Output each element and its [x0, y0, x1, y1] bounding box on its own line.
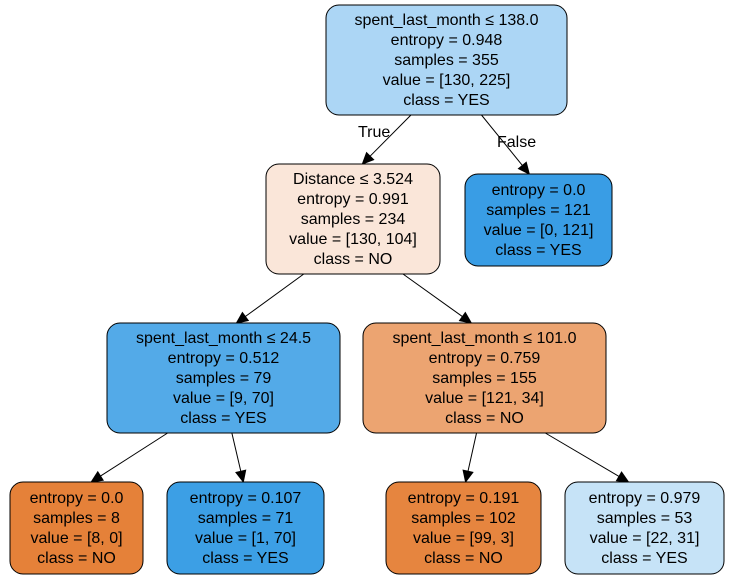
node-text-line: samples = 102 — [411, 510, 516, 527]
node-text-line: value = [8, 0] — [30, 530, 122, 547]
tree-node-n2: entropy = 0.0 samples = 121 value = [0, 12… — [464, 173, 613, 267]
tree-node-n5: entropy = 0.0 samples = 8 value = [8, 0] cl… — [9, 481, 144, 575]
edge-line — [545, 432, 620, 477]
node-text-line: samples = 155 — [432, 370, 537, 387]
tree-node-n3: spent_last_month ≤ 24.5 entropy = 0.512 sa… — [106, 322, 341, 434]
tree-node-n4: spent_last_month ≤ 101.0 entropy = 0.759 s… — [362, 322, 607, 434]
node-text-line: value = [0, 121] — [484, 222, 594, 239]
edge-line — [402, 273, 463, 317]
node-text-line: value = [99, 3] — [413, 530, 514, 547]
node-text-line: samples = 234 — [301, 211, 406, 228]
arrowhead — [90, 470, 104, 483]
node-text-line: samples = 53 — [597, 510, 693, 527]
node-text-line: entropy = 0.0 — [492, 182, 586, 199]
tree-edge-n1-n4 — [402, 273, 473, 324]
node-text-line: entropy = 0.948 — [391, 32, 503, 49]
node-text-line: entropy = 0.107 — [190, 490, 302, 507]
node-text-line: class = NO — [445, 410, 524, 427]
node-text-line: class = NO — [37, 550, 116, 567]
node-text-line: entropy = 0.979 — [589, 490, 701, 507]
node-text-line: value = [1, 70] — [195, 530, 296, 547]
node-box — [464, 173, 613, 267]
node-text-line: class = YES — [403, 92, 489, 109]
node-text-line: value = [121, 34] — [425, 390, 544, 407]
node-text-line: value = [9, 70] — [173, 390, 274, 407]
node-text-line: value = [130, 225] — [383, 72, 511, 89]
node-text-line: spent_last_month ≤ 101.0 — [392, 330, 576, 347]
arrowhead — [235, 469, 247, 484]
node-text-line: entropy = 0.991 — [297, 191, 409, 208]
node-text-line: samples = 79 — [176, 370, 272, 387]
tree-node-n8: entropy = 0.979 samples = 53 value = [22, … — [564, 481, 725, 575]
edge-line — [467, 432, 478, 472]
tree-edge-n3-n6 — [231, 432, 247, 484]
tree-node-n1: Distance ≤ 3.524 entropy = 0.991 samples =… — [265, 163, 441, 275]
tree-edge-n4-n8 — [545, 432, 630, 483]
node-text-line: class = YES — [180, 410, 266, 427]
node-text-line: value = [130, 104] — [289, 231, 417, 248]
tree-node-n6: entropy = 0.107 samples = 71 value = [1, 7… — [166, 481, 325, 575]
node-text-line: samples = 8 — [33, 510, 120, 527]
tree-edge-n1-n3 — [235, 273, 305, 324]
node-text-line: spent_last_month ≤ 24.5 — [136, 330, 311, 347]
edge-line — [100, 432, 168, 477]
tree-edge-n0-n1: True — [358, 114, 412, 165]
tree-node-n0: spent_last_month ≤ 138.0 entropy = 0.948 s… — [325, 4, 568, 116]
node-text-line: entropy = 0.191 — [408, 490, 520, 507]
node-text-line: class = YES — [202, 550, 288, 567]
node-text-line: entropy = 0.0 — [30, 490, 124, 507]
tree-edge-n0-n2: False — [481, 114, 536, 175]
edge-line — [481, 114, 523, 166]
tree-edge-n3-n5 — [90, 432, 168, 483]
arrowhead — [462, 469, 474, 484]
node-text-line: entropy = 0.759 — [429, 350, 541, 367]
nodes-layer: spent_last_month ≤ 138.0 entropy = 0.948 s… — [9, 4, 725, 575]
edge-line — [245, 273, 305, 317]
edge-label-true: True — [358, 124, 390, 141]
arrowhead — [517, 161, 531, 175]
node-box — [564, 481, 725, 575]
node-text-line: samples = 355 — [394, 52, 499, 69]
node-box — [385, 481, 542, 575]
node-text-line: entropy = 0.512 — [168, 350, 280, 367]
node-text-line: spent_last_month ≤ 138.0 — [354, 12, 538, 29]
node-text-line: Distance ≤ 3.524 — [293, 171, 413, 188]
tree-node-n7: entropy = 0.191 samples = 102 value = [99,… — [385, 481, 542, 575]
node-text-line: class = NO — [314, 251, 393, 268]
node-text-line: class = YES — [495, 242, 581, 259]
node-text-line: samples = 121 — [486, 202, 591, 219]
arrowhead — [458, 311, 473, 324]
node-text-line: class = YES — [601, 550, 687, 567]
edge-line — [231, 432, 242, 472]
node-text-line: value = [22, 31] — [590, 530, 700, 547]
arrowhead — [235, 311, 250, 324]
node-box — [9, 481, 144, 575]
node-box — [106, 322, 341, 434]
node-box — [325, 4, 568, 116]
edge-line — [369, 114, 412, 157]
edge-label-false: False — [497, 134, 536, 151]
node-text-line: samples = 71 — [198, 510, 294, 527]
tree-edge-n4-n7 — [462, 432, 478, 484]
arrowhead — [615, 471, 630, 483]
node-box — [362, 322, 607, 434]
arrowhead — [361, 151, 375, 165]
node-box — [265, 163, 441, 275]
node-box — [166, 481, 325, 575]
node-text-line: class = NO — [424, 550, 503, 567]
